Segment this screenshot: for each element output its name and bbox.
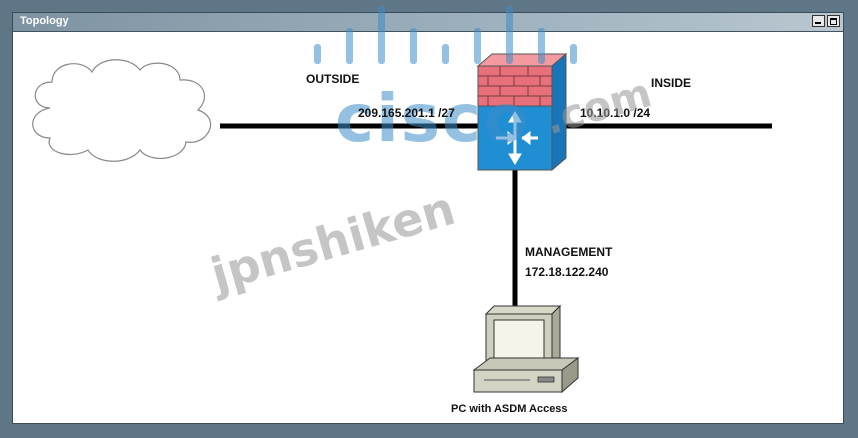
outside-zone-label: OUTSIDE (306, 72, 360, 86)
outside-ip-label: 209.165.201.1 /27 (358, 106, 455, 120)
brand-logo-bars (314, 6, 577, 64)
minimize-button[interactable] (812, 15, 825, 27)
inside-ip-label: 10.10.1.0 /24 (580, 106, 651, 120)
title-bar[interactable]: Topology (13, 13, 843, 32)
cloud-icon (32, 59, 212, 162)
management-zone-label: MANAGEMENT (525, 245, 613, 259)
pc-label: PC with ASDM Access (451, 403, 568, 415)
firewall-icon (476, 52, 568, 172)
management-ip-label: 172.18.122.240 (525, 265, 609, 279)
inside-zone-label: INSIDE (651, 76, 692, 90)
maximize-button[interactable] (827, 15, 840, 27)
window-title: Topology (20, 15, 69, 27)
pc-icon (472, 304, 580, 394)
